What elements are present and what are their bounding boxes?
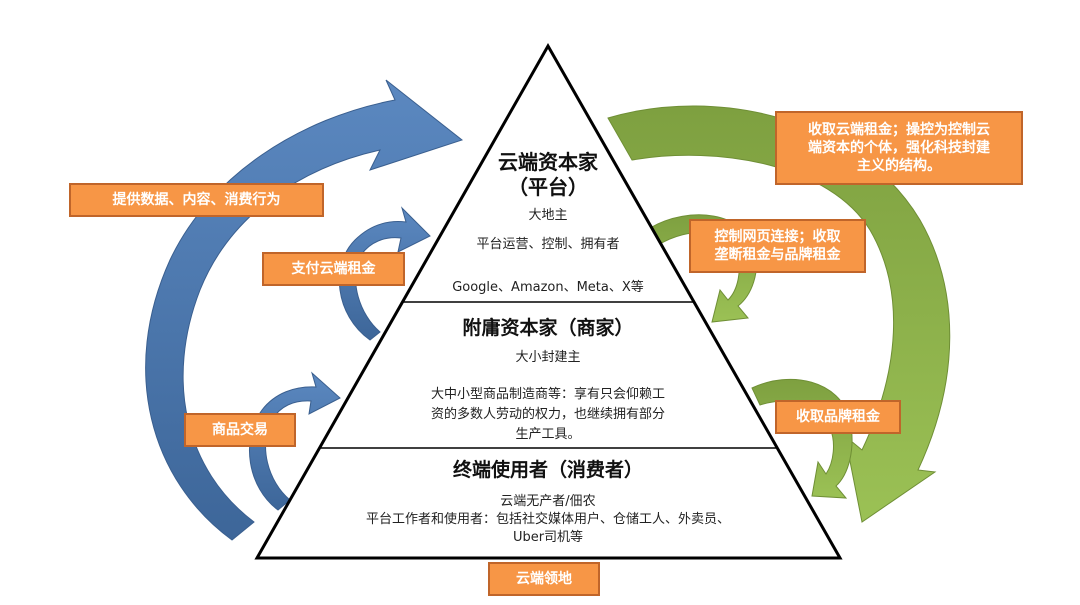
middle-tier-desc-2: 资的多数人劳动的权力，也继续拥有部分	[430, 407, 665, 422]
collect-cloud-rent-line-1: 收取云端租金；操控为控制云	[808, 121, 990, 138]
trade-arrow	[249, 371, 341, 511]
middle-tier-title: 附庸资本家（商家）	[462, 317, 634, 339]
top-tier-title: 云端资本家	[498, 150, 598, 174]
top-tier-role: 大地主	[528, 208, 568, 223]
bottom-tier-title: 终端使用者（消费者）	[452, 459, 643, 481]
top-tier-desc: 平台运营、控制、拥有者	[476, 237, 620, 252]
bottom-tier-desc-1: 平台工作者和使用者：包括社交媒体用户、仓储工人、外卖员、	[365, 512, 730, 527]
trade-label: 商品交易	[184, 413, 296, 447]
control-links-label: 控制网页连接；收取 垄断租金与品牌租金	[689, 219, 866, 273]
top-tier-examples: Google、Amazon、Meta、X等	[452, 280, 644, 295]
bottom-tier-desc-2: Uber司机等	[512, 530, 584, 545]
middle-tier-role: 大小封建主	[515, 350, 581, 365]
base-label: 云端领地	[488, 562, 600, 596]
top-tier-subtitle: （平台）	[508, 175, 588, 199]
collect-cloud-rent-line-3: 主义的结构。	[857, 158, 941, 175]
bottom-tier-role: 云端无产者/佃农	[500, 494, 596, 509]
control-links-line-1: 控制网页连接；收取	[714, 228, 841, 245]
collect-cloud-rent-line-2: 端资本的个体，强化科技封建	[808, 139, 990, 156]
provide-data-label: 提供数据、内容、消费行为	[69, 183, 324, 217]
collect-cloud-rent-label: 收取云端租金；操控为控制云 端资本的个体，强化科技封建 主义的结构。	[775, 111, 1023, 185]
middle-tier-desc-1: 大中小型商品制造商等：享有只会仰赖工	[430, 387, 665, 402]
control-links-line-2: 垄断租金与品牌租金	[714, 247, 841, 263]
middle-tier-desc-3: 生产工具。	[515, 427, 581, 442]
pay-rent-label: 支付云端租金	[262, 252, 405, 286]
brand-rent-label: 收取品牌租金	[775, 400, 901, 434]
